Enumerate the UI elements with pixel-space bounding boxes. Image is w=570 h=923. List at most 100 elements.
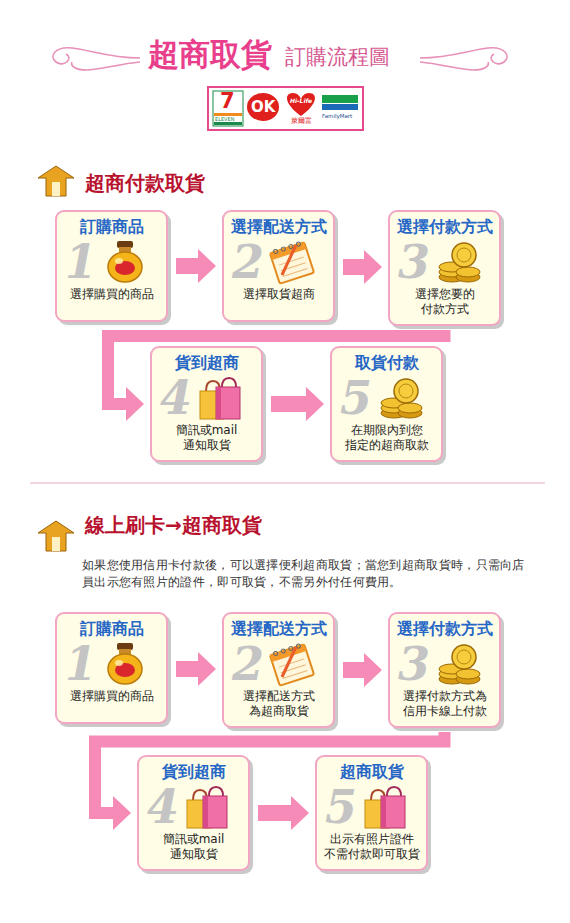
process-box: 選擇配送方式2選擇取貨超商: [222, 210, 335, 322]
step-number: 2: [232, 237, 264, 287]
step-text: 在期限內到您 指定的超商取款: [337, 423, 437, 453]
step-text: 選擇購買的商品: [70, 689, 154, 704]
arrow-head: [126, 387, 144, 421]
step-icon: [181, 784, 233, 830]
step-icon: [266, 641, 318, 687]
step-number: 5: [340, 373, 372, 423]
arrow-head: [198, 652, 216, 686]
process-box: 貨到超商4簡訊或mail 通知取貨: [137, 755, 250, 871]
step-number: 5: [325, 782, 357, 832]
arrow-head: [364, 250, 382, 284]
step-text: 簡訊或mail 通知取貨: [144, 832, 244, 862]
step-figure: 5: [319, 782, 424, 832]
title-swirl: [53, 48, 507, 70]
arrow-head: [198, 249, 216, 283]
process-box: 選擇付款方式3選擇您要的 付款方式: [388, 210, 501, 326]
process-box: 取貨付款5在期限內到您 指定的超商取款: [330, 346, 443, 462]
step-title: 選擇付款方式: [397, 619, 493, 639]
step-text: 選擇您要的 付款方式: [395, 287, 495, 317]
process-box: 貨到超商4簡訊或mail 通知取貨: [150, 346, 263, 462]
logo-text: 萊爾富: [291, 117, 312, 126]
section-heading: 線上刷卡→超商取貨: [85, 512, 262, 538]
flow-arrow: [343, 653, 382, 687]
step-icon: [432, 641, 484, 687]
hilife-logo: [287, 93, 315, 116]
note-paragraph: 如果您使用信用卡付款後，可以選擇便利超商取貨；當您到超商取貨時，只需向店員出示您…: [82, 557, 537, 591]
step-number: 2: [232, 639, 264, 689]
step-number: 4: [147, 782, 179, 832]
step-number: 3: [398, 639, 430, 689]
step-figure: 1: [59, 639, 164, 689]
step-icon: [99, 641, 151, 687]
arrow-shaft: [271, 396, 307, 412]
step-icon: [359, 784, 411, 830]
step-icon: [99, 239, 151, 285]
step-figure: 4: [154, 373, 259, 423]
flow-arrow: [176, 652, 216, 686]
logo-text: FamilyMart: [322, 112, 352, 120]
arrow-head: [306, 387, 324, 421]
step-figure: 2: [226, 237, 331, 287]
familymart-logo: [322, 95, 358, 110]
arrow-shaft: [258, 805, 292, 821]
step-number: 1: [65, 237, 97, 287]
step-title: 選擇配送方式: [231, 217, 327, 237]
step-title: 超商取貨: [340, 762, 404, 782]
arrow-shaft: [176, 661, 199, 677]
step-figure: 5: [334, 373, 439, 423]
flow-arrow: [343, 250, 382, 284]
step-text: 選擇購買的商品: [70, 287, 154, 302]
arrow-shaft: [343, 259, 365, 275]
step-number: 3: [398, 237, 430, 287]
ok-logo: [247, 93, 279, 121]
step-text: 簡訊或mail 通知取貨: [157, 423, 257, 453]
divider-line: [30, 482, 545, 484]
step-number: 1: [65, 639, 97, 689]
flow-arrow: [271, 387, 324, 421]
arrow-shaft: [343, 662, 365, 678]
step-title: 選擇配送方式: [231, 619, 327, 639]
section-heading: 超商付款取貨: [85, 170, 205, 196]
step-text: 選擇取貨超商: [243, 287, 315, 302]
arrow-head: [364, 653, 382, 687]
step-figure: 3: [392, 237, 497, 287]
step-title: 訂購商品: [80, 217, 144, 237]
step-title: 貨到超商: [162, 762, 226, 782]
step-text: 選擇配送方式 為超商取貨: [229, 689, 329, 719]
logo-text: Hi-Life: [290, 97, 312, 105]
step-title: 取貨付款: [355, 353, 419, 373]
step-figure: 4: [141, 782, 246, 832]
logo-text: 7: [220, 89, 235, 113]
step-icon: [374, 375, 426, 421]
process-box: 選擇付款方式3選擇付款方式為 信用卡線上付款: [388, 612, 501, 728]
step-figure: 3: [392, 639, 497, 689]
process-box: 訂購商品1選擇購買的商品: [55, 612, 168, 724]
process-box: 超商取貨5出示有照片證件 不需付款即可取貨: [315, 755, 428, 871]
step-text: 選擇付款方式為 信用卡線上付款: [395, 689, 495, 719]
step-number: 4: [160, 373, 192, 423]
arrow-shaft: [176, 258, 199, 274]
page-title: 超商取貨: [148, 34, 272, 74]
step-text: 出示有照片證件 不需付款即可取貨: [322, 832, 422, 862]
logo-text: ELEVEN: [215, 116, 234, 122]
step-icon: [266, 239, 318, 285]
process-box: 選擇配送方式2選擇配送方式 為超商取貨: [222, 612, 335, 728]
step-title: 貨到超商: [175, 353, 239, 373]
process-box: 訂購商品1選擇購買的商品: [55, 210, 168, 322]
step-icon: [194, 375, 246, 421]
flow-arrow: [176, 249, 216, 283]
step-figure: 1: [59, 237, 164, 287]
arrow-head: [113, 796, 131, 830]
logo-frame: [208, 87, 363, 130]
arrow-head: [291, 796, 309, 830]
step-figure: 2: [226, 639, 331, 689]
page-subtitle: 訂購流程圖: [285, 44, 390, 70]
step-title: 訂購商品: [80, 619, 144, 639]
logo-text: OK: [251, 98, 275, 116]
step-icon: [432, 239, 484, 285]
flow-arrow: [258, 796, 309, 830]
step-title: 選擇付款方式: [397, 217, 493, 237]
